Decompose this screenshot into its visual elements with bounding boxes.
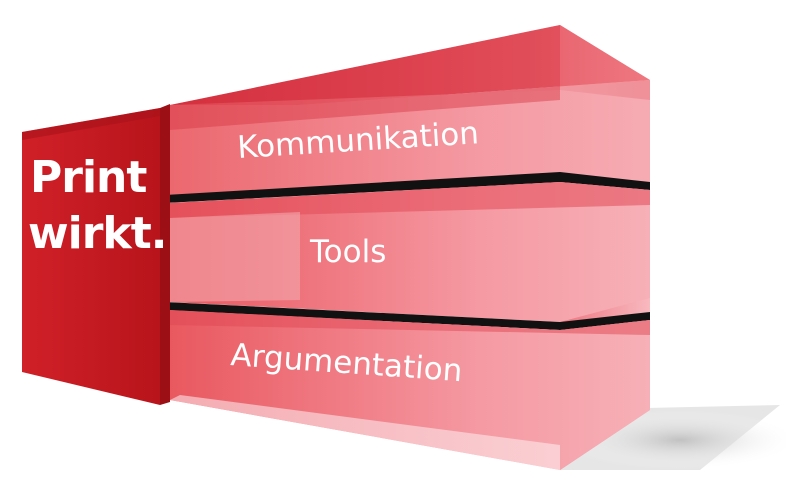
brand-block-top-shadow [22, 108, 160, 140]
brand-block-face [22, 108, 160, 405]
layer-argumentation [170, 310, 650, 470]
stack-top-face [170, 25, 650, 105]
brand-block-side [160, 104, 170, 405]
layer-tools [165, 182, 650, 330]
layer-kommunikation-top-band [170, 25, 560, 130]
layer-argumentation-bottom [170, 395, 560, 470]
layer-tools-top-band [170, 182, 650, 218]
brand-line-2: wirkt. [28, 208, 166, 259]
layer-argumentation-top-band [170, 310, 650, 335]
layer-label-tools: Tools [309, 234, 386, 270]
layer-argumentation-face [170, 310, 650, 470]
separator-2 [165, 302, 650, 330]
layer-tools-inner-strip [170, 212, 300, 302]
brand-line-1: Print [30, 152, 147, 203]
layer-kommunikation-face [170, 90, 650, 195]
brand-block: Print wirkt. [22, 104, 170, 405]
layer-kommunikation [165, 25, 650, 203]
separator-1 [165, 172, 650, 203]
